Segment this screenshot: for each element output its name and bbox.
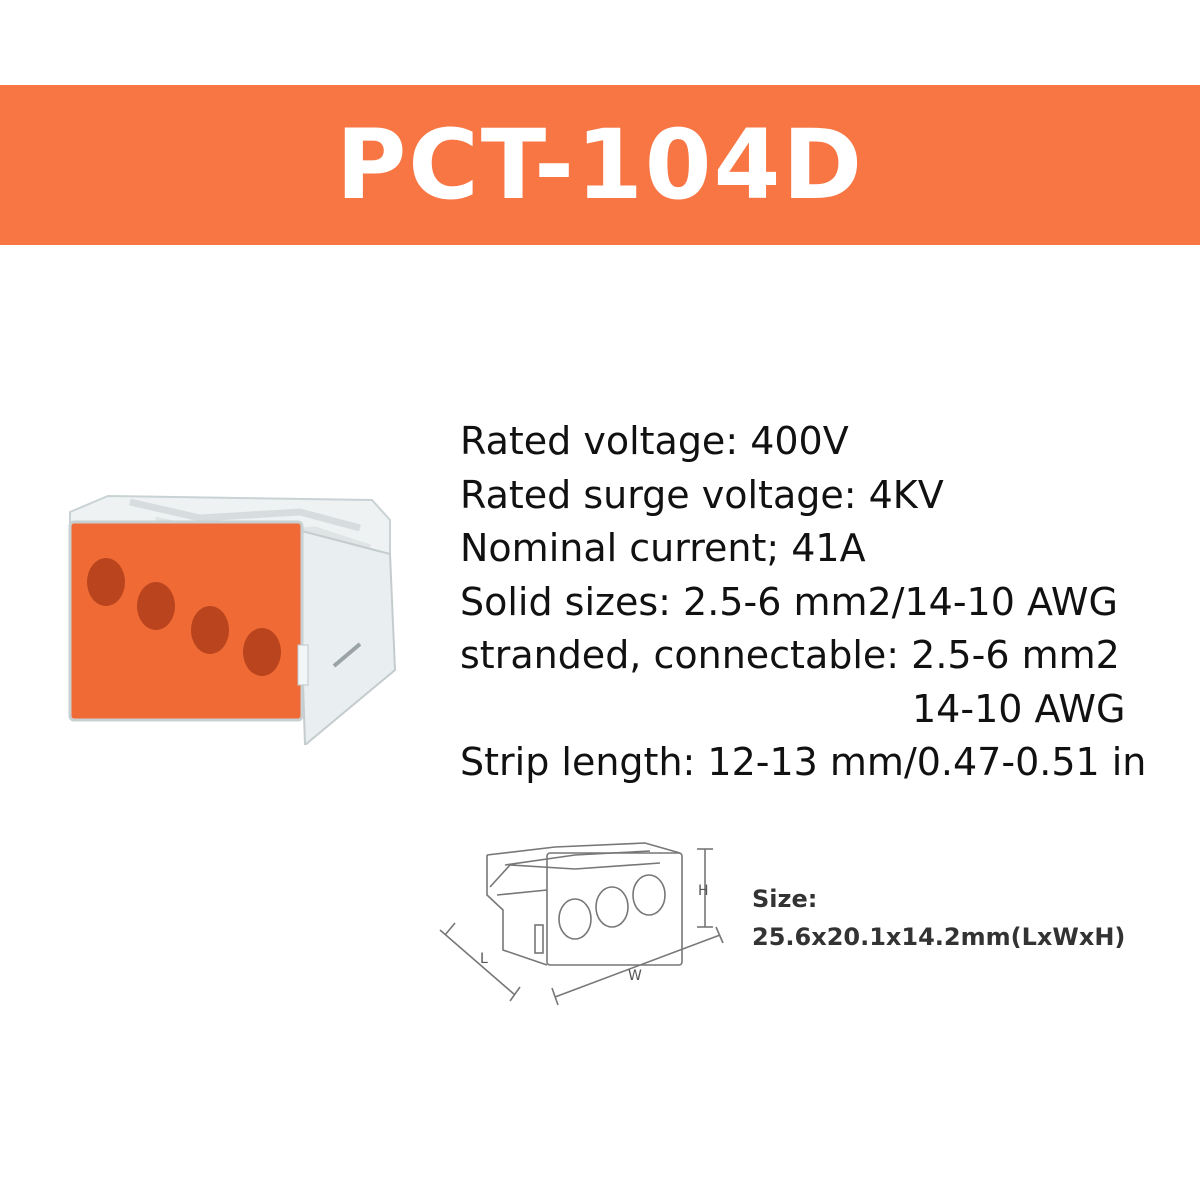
spec-stranded-awg: 14-10 AWG [912,686,1126,731]
connector-product-image [68,494,397,745]
product-title: PCT-104D [335,109,865,221]
spec-surge-voltage: Rated surge voltage: 4KV [460,472,944,517]
size-heading: Size: [752,885,818,913]
dimension-drawing: H L W [439,842,724,1006]
size-info: Size: 25.6x20.1x14.2mm(LxWxH) [752,880,1125,956]
spec-strip-length: Strip length: 12-13 mm/0.47-0.51 in [460,740,1147,784]
spec-rated-voltage: Rated voltage: 400V [460,419,849,463]
dim-w-label: W [628,968,642,984]
spec-stranded: stranded, connectable: 2.5-6 mm2 [460,633,1120,677]
title-banner: PCT-104D [0,85,1200,245]
dim-l-label: L [480,951,488,967]
spec-nominal-current: Nominal current; 41A [460,526,866,570]
spec-list: Rated voltage: 400V Rated surge voltage:… [460,415,1190,790]
size-value: 25.6x20.1x14.2mm(LxWxH) [752,923,1126,951]
dim-h-label: H [698,883,709,899]
spec-solid-sizes: Solid sizes: 2.5-6 mm2/14-10 AWG [460,579,1118,624]
